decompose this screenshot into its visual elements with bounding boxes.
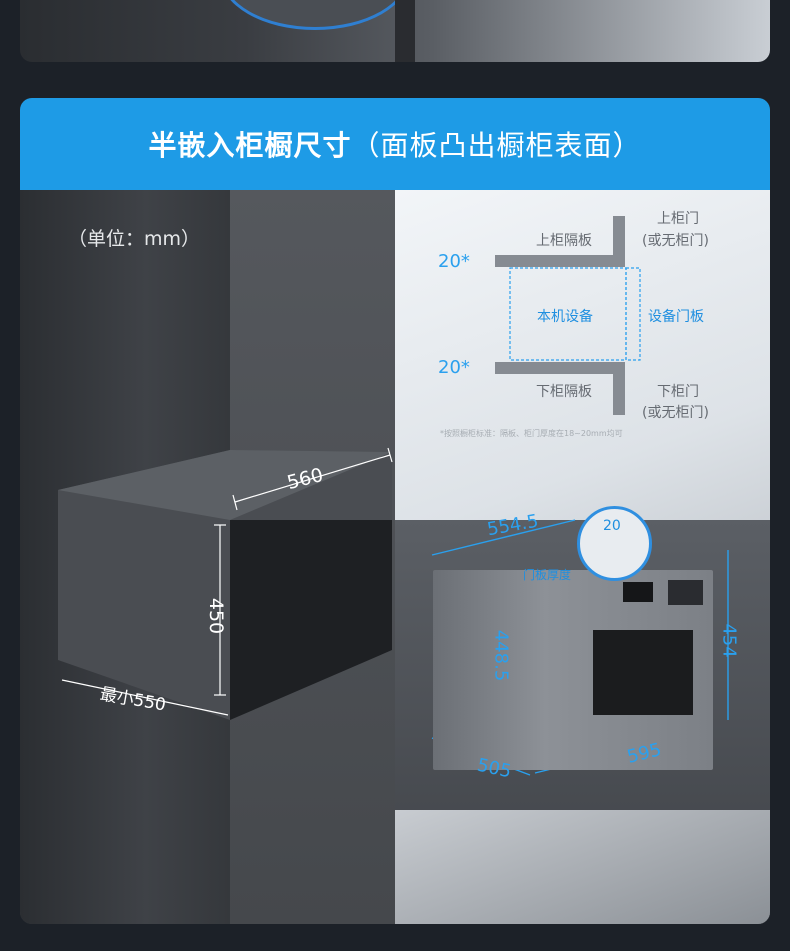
installation-scene: （单位：mm） 560 450 最小550 上柜隔板 上柜门 (或无柜门) 20… (20, 190, 770, 924)
lower-door-note: (或无柜门) (642, 405, 709, 421)
lower-door-label: 下柜门 (657, 384, 699, 400)
door-thickness-magnifier (577, 506, 652, 581)
upper-door-note: (或无柜门) (642, 233, 709, 249)
magnifier-circle (220, 0, 410, 30)
section-header: 半嵌入柜橱尺寸（面板凸出橱柜表面） (20, 98, 770, 190)
niche-opening (230, 520, 392, 720)
thickness-note: *按照橱柜标准：隔板、柜门厚度在18~20mm均可 (440, 429, 623, 438)
header-title: 半嵌入柜橱尺寸 (148, 129, 352, 162)
device-label: 本机设备 (537, 309, 593, 325)
oven-control-panel (668, 580, 703, 605)
niche-top (58, 450, 392, 520)
lower-thickness: 20* (438, 357, 470, 378)
schematic-shelves (495, 216, 625, 415)
wall-edge (395, 0, 415, 62)
niche-height: 450 (205, 597, 228, 635)
oven-display (623, 582, 653, 602)
semi-embedded-size-card: 半嵌入柜橱尺寸（面板凸出橱柜表面） (20, 98, 770, 924)
oven-product (433, 570, 713, 770)
niche-dimension-lines (61, 447, 393, 716)
niche-diagram (58, 216, 729, 776)
door-thickness-dim: 20 (603, 518, 621, 534)
previous-section-card (20, 0, 770, 62)
door-thickness-label: 门板厚度 (523, 568, 572, 582)
unit-label: （单位：mm） (68, 228, 201, 250)
front-height-dim: 454 (718, 623, 740, 658)
lower-shelf-label: 下柜隔板 (536, 384, 592, 400)
floor (395, 810, 770, 924)
header-subtitle: （面板凸出橱柜表面） (351, 129, 642, 162)
oven-door-window (593, 630, 693, 715)
device-door-label: 设备门板 (648, 309, 704, 325)
upper-thickness: 20* (438, 251, 470, 272)
schematic-device-outline (509, 267, 641, 361)
upper-shelf-label: 上柜隔板 (536, 233, 592, 249)
body-height-dim: 448.5 (490, 629, 512, 682)
upper-door-label: 上柜门 (657, 211, 699, 227)
